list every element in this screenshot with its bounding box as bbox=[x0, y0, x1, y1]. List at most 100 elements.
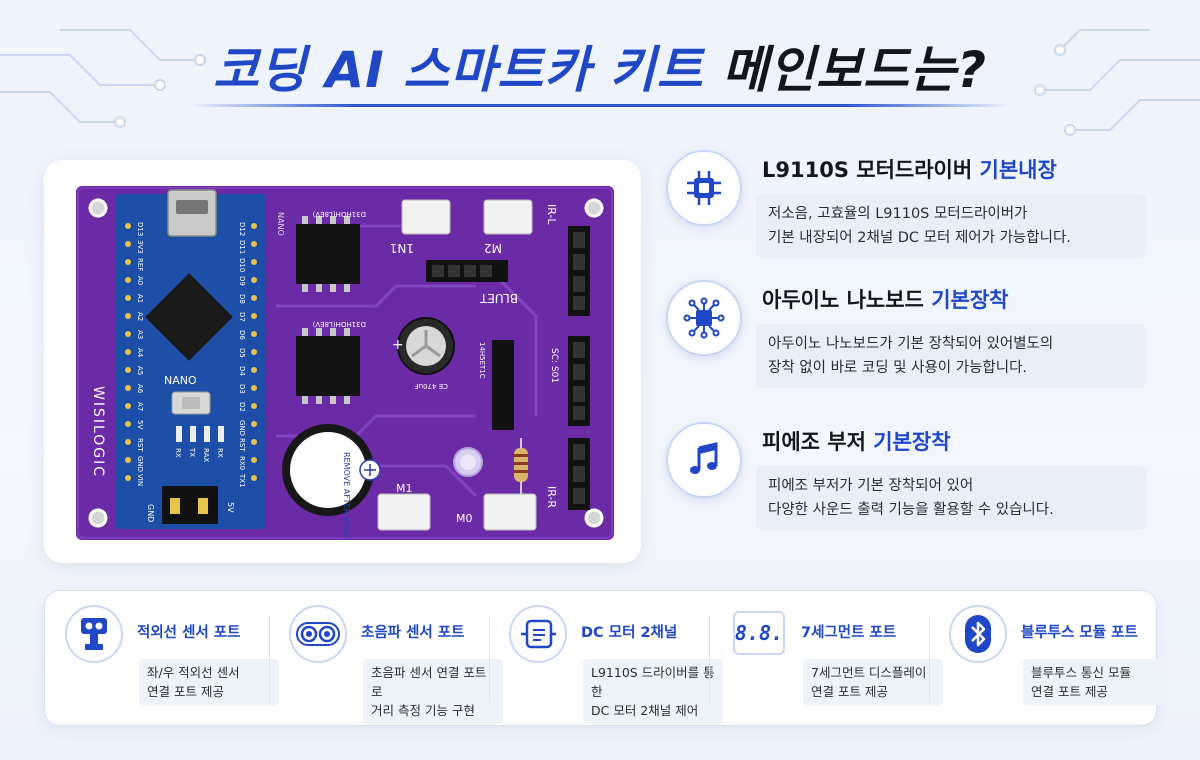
circuit-decoration bbox=[0, 29, 1200, 136]
port-desc-line2: 연결 포트 제공 bbox=[811, 684, 888, 699]
main-board-image: NANO WISILOGIC NANO GND 5V D31HOH(L8EV) … bbox=[76, 186, 614, 541]
irr-label: IR-R bbox=[545, 486, 558, 508]
sc-label: SC: S01 bbox=[549, 348, 559, 383]
right-pin-label: RST bbox=[238, 438, 246, 452]
port-desc-line2: 거리 측정 기능 구현 bbox=[371, 703, 475, 718]
right-pin-label: D7 bbox=[238, 312, 246, 322]
port-desc-line2: DC 모터 2채널 제어 bbox=[591, 703, 699, 718]
feature-title-accent: 기본장착 bbox=[873, 430, 951, 454]
board-brand: WISILOGIC bbox=[90, 386, 106, 478]
right-pin-label: D6 bbox=[238, 330, 246, 340]
feature-desc-line2: 장착 없이 바로 코딩 및 사용이 가능합니다. bbox=[768, 360, 1028, 376]
left-pin-label: 3V3 bbox=[136, 240, 144, 254]
port-desc-line1: 블루투스 통신 모듈 bbox=[1031, 665, 1131, 680]
right-pin-label: D4 bbox=[238, 366, 246, 376]
port-desc-line1: 초음파 센서 연결 포트로 bbox=[371, 665, 487, 699]
buzzer-label: REMOVE AFTER WASHING bbox=[342, 452, 351, 541]
port-desc-line2: 연결 포트 제공 bbox=[147, 684, 224, 699]
feature-desc-line1: 아두이노 나노보드가 기본 장착되어 있어별도의 bbox=[768, 336, 1054, 352]
ultrasonic-sensor-icon bbox=[289, 605, 347, 663]
m2-label: M2 bbox=[484, 241, 502, 255]
port-desc-line1: 7세그먼트 디스플레이 bbox=[811, 665, 927, 680]
right-pin-label: D10 bbox=[238, 258, 246, 272]
right-pin-label: D2 bbox=[238, 402, 246, 412]
nano-side-label: NANO bbox=[276, 212, 285, 236]
left-pin-label: A2 bbox=[136, 312, 144, 321]
feature-description: 저소음, 고효율의 L9110S 모터드라이버가 기본 내장되어 2채널 DC … bbox=[756, 194, 1146, 258]
left-pin-label: VIN bbox=[136, 474, 144, 486]
chip-text-1: D31HOH(L8EV) bbox=[312, 210, 366, 218]
port-description: 7세그먼트 디스플레이 연결 포트 제공 bbox=[803, 659, 943, 705]
port-title: DC 모터 2채널 bbox=[581, 625, 678, 641]
port-description: 초음파 센서 연결 포트로 거리 측정 기능 구현 bbox=[363, 659, 503, 724]
feature-title: 피에조 부저 기본장착 bbox=[762, 426, 951, 456]
left-pin-label: A0 bbox=[136, 276, 144, 285]
port-dc-motor: DC 모터 2채널 L9110S 드라이버를 통한 DC 모터 2채널 제어 bbox=[489, 605, 723, 724]
left-pin-label: A1 bbox=[136, 294, 144, 303]
m1-label: M1 bbox=[396, 482, 413, 495]
port-description: 블루투스 통신 모듈 연결 포트 제공 bbox=[1023, 659, 1163, 705]
bluet-label: BLUET bbox=[479, 291, 518, 305]
bluetooth-icon bbox=[949, 605, 1007, 663]
left-pin-label: A4 bbox=[136, 348, 144, 358]
divider bbox=[709, 615, 710, 703]
right-pin-label: TX1 bbox=[238, 473, 246, 488]
port-title: 7세그먼트 포트 bbox=[801, 625, 897, 641]
feature-description: 아두이노 나노보드가 기본 장착되어 있어별도의 장착 없이 바로 코딩 및 사… bbox=[756, 324, 1146, 388]
divider bbox=[929, 615, 930, 703]
port-title: 적외선 센서 포트 bbox=[137, 625, 241, 641]
port-desc-line1: 좌/우 적외선 센서 bbox=[147, 665, 240, 680]
seven-segment-icon-text: 8.8. bbox=[734, 621, 784, 645]
left-pin-label: 5V bbox=[136, 420, 144, 429]
m0-label: M0 bbox=[456, 512, 473, 525]
right-pin-label: D3 bbox=[238, 384, 246, 394]
port-desc-line2: 연결 포트 제공 bbox=[1031, 684, 1108, 699]
bottom-pin-label: TX bbox=[188, 447, 196, 457]
feature-piezo-buzzer: 피에조 부저 기본장착 피에조 부저가 기본 장착되어 있어 다양한 사운드 출… bbox=[666, 422, 1166, 542]
feature-title: L9110S 모터드라이버 기본내장 bbox=[762, 154, 1057, 184]
port-infrared-sensor: 적외선 센서 포트 좌/우 적외선 센서 연결 포트 제공 bbox=[45, 605, 279, 715]
title-underline bbox=[190, 104, 1010, 107]
left-pin-label: D13 bbox=[136, 222, 144, 236]
left-pin-label: A7 bbox=[136, 402, 144, 411]
port-title: 블루투스 모듈 포트 bbox=[1021, 625, 1138, 641]
feature-description: 피에조 부저가 기본 장착되어 있어 다양한 사운드 출력 기능을 활용할 수 … bbox=[756, 466, 1146, 530]
cap-label: CE 470uF bbox=[415, 382, 448, 390]
circuit-icon bbox=[666, 280, 742, 356]
bottom-pin-label: RX bbox=[216, 448, 224, 458]
right-pin-label: D9 bbox=[238, 276, 246, 286]
led-code-label: 14H5ET1C bbox=[478, 342, 486, 379]
gnd-label: GND bbox=[146, 504, 155, 522]
feature-desc-line2: 다양한 사운드 출력 기능을 활용할 수 있습니다. bbox=[768, 502, 1054, 518]
left-pin-label: A5 bbox=[136, 366, 144, 375]
divider bbox=[269, 615, 270, 703]
right-pin-label: RX0 bbox=[238, 456, 246, 470]
feature-desc-line1: 피에조 부저가 기본 장착되어 있어 bbox=[768, 478, 974, 494]
left-pin-label: A3 bbox=[136, 330, 144, 339]
left-pin-label: A6 bbox=[136, 384, 144, 394]
feature-desc-line2: 기본 내장되어 2채널 DC 모터 제어가 가능합니다. bbox=[768, 230, 1071, 246]
bottom-pin-label: RAX bbox=[202, 448, 210, 462]
music-note-icon bbox=[666, 422, 742, 498]
port-ultrasonic-sensor: 초음파 센서 포트 초음파 센서 연결 포트로 거리 측정 기능 구현 bbox=[269, 605, 503, 724]
divider bbox=[489, 615, 490, 703]
feature-title-accent: 기본장착 bbox=[931, 288, 1009, 312]
feature-motor-driver: L9110S 모터드라이버 기본내장 저소음, 고효율의 L9110S 모터드라… bbox=[666, 150, 1166, 270]
right-pin-label: D5 bbox=[238, 348, 246, 358]
chip-icon bbox=[666, 150, 742, 226]
n1-label: 1N1 bbox=[390, 241, 414, 255]
left-pin-label: GND bbox=[136, 456, 144, 472]
title-part1: 코딩 AI 스마트카 키트 bbox=[213, 41, 722, 99]
nano-label: NANO bbox=[164, 374, 197, 387]
feature-title: 아두이노 나노보드 기본장착 bbox=[762, 284, 1008, 314]
infrared-sensor-icon bbox=[65, 605, 123, 663]
port-description: 좌/우 적외선 센서 연결 포트 제공 bbox=[139, 659, 279, 705]
5v-label: 5V bbox=[226, 502, 235, 513]
right-pin-label: D8 bbox=[238, 294, 246, 304]
feature-title-main: 아두이노 나노보드 bbox=[762, 288, 932, 312]
feature-title-main: L9110S 모터드라이버 bbox=[762, 158, 980, 182]
right-pin-label: D11 bbox=[238, 240, 246, 254]
dc-motor-icon bbox=[509, 605, 567, 663]
left-pin-label: RST bbox=[136, 438, 144, 452]
right-pin-label: GND bbox=[238, 420, 246, 436]
